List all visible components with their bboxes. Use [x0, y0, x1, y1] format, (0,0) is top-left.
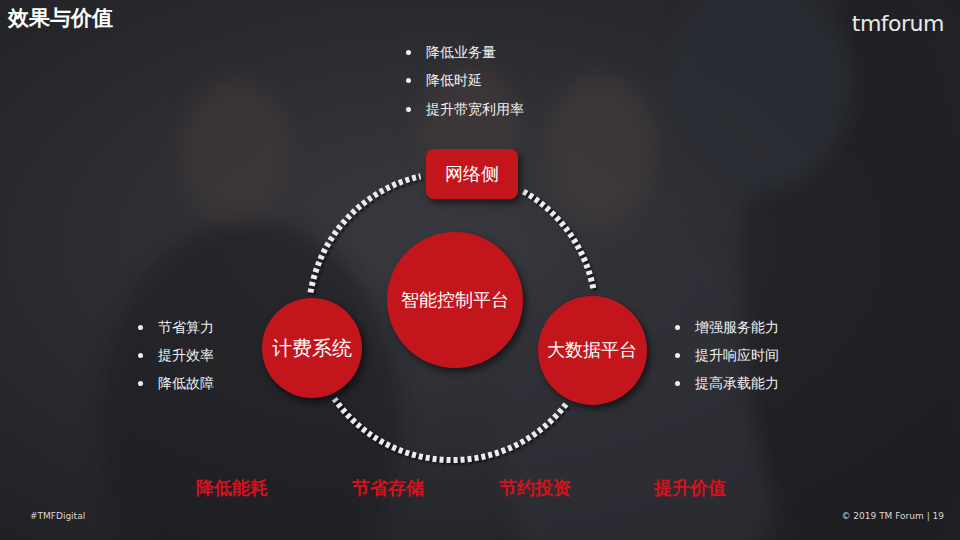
bullet-text: 提升响应时间	[695, 347, 779, 364]
bullet-text: 提升带宽利用率	[426, 101, 524, 118]
slide-title: 效果与价值	[8, 4, 113, 32]
bullet-dot	[675, 381, 680, 386]
value-heading: 节约投资	[499, 477, 571, 499]
bullet-dot	[138, 353, 143, 358]
value-heading: 降低能耗	[196, 477, 268, 499]
bullet-dot	[138, 381, 143, 386]
node-text-stack: 网络侧	[445, 163, 499, 185]
bullet-dot	[138, 325, 143, 330]
node-text-stack: 计费系统	[272, 336, 352, 360]
node-label: 大数据平台	[547, 339, 637, 361]
bullet-dot	[675, 353, 680, 358]
network-box: 网络侧	[426, 149, 518, 199]
billing-circle: 计费系统	[262, 298, 362, 398]
footer-copyright: © 2019 TM Forum | 19	[842, 511, 945, 522]
bullet-dot	[406, 107, 411, 112]
dashed-ring-connector	[523, 192, 593, 291]
node-text-stack: 大数据平台	[547, 339, 637, 361]
bigdata-circle: 大数据平台	[538, 296, 647, 405]
dashed-ring-connector	[334, 399, 566, 460]
bullet-dot	[675, 325, 680, 330]
bullet-text: 降低业务量	[426, 44, 496, 61]
footer-tag: #TMFDigital	[30, 511, 85, 522]
bullet-text: 提高承载能力	[695, 375, 779, 392]
bullet-text: 降低故障	[158, 375, 214, 392]
bullet-text: 降低时延	[426, 72, 482, 89]
bullet-text: 提升效率	[158, 347, 214, 364]
bullet-text: 节省算力	[158, 319, 214, 336]
platform-circle: 智能控制平台	[387, 232, 523, 368]
node-label: 计费系统	[272, 336, 352, 360]
bullet-text: 增强服务能力	[695, 319, 779, 336]
bullet-dot	[406, 50, 411, 55]
value-heading: 节省存储	[352, 477, 424, 499]
node-label: 智能控制平台	[401, 289, 509, 311]
node-text-stack: 智能控制平台	[401, 289, 509, 311]
brand-logo: tmforum	[852, 11, 944, 37]
bullet-dot	[406, 78, 411, 83]
value-heading: 提升价值	[654, 477, 726, 499]
node-label: 网络侧	[445, 163, 499, 185]
